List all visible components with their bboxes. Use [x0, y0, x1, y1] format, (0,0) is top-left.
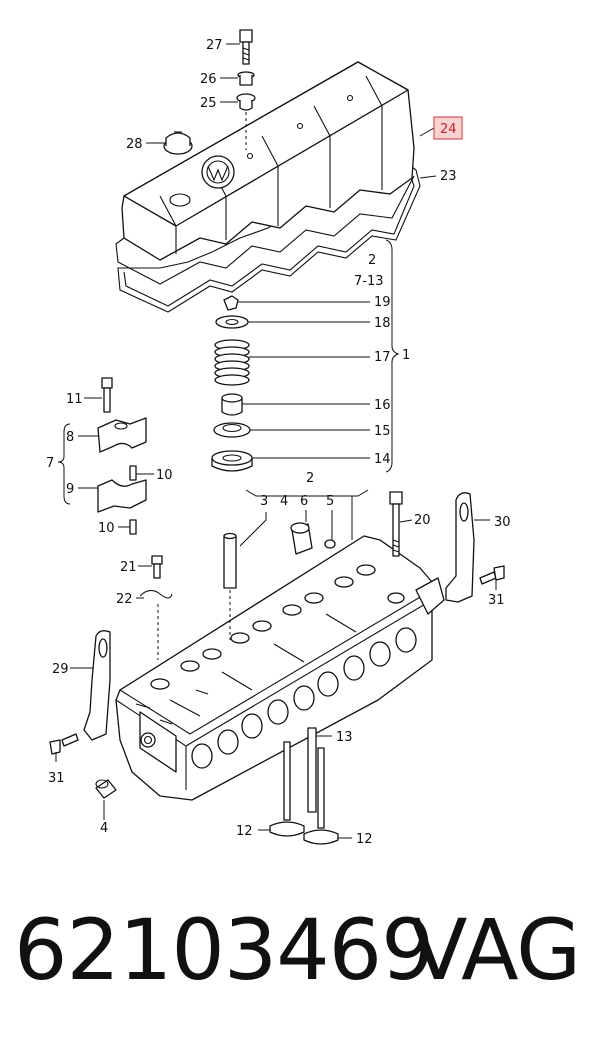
callout-18[interactable]: 18	[374, 316, 391, 331]
callout-2-group[interactable]: 2	[368, 253, 376, 268]
callout-21[interactable]: 21	[120, 560, 137, 575]
callout-2-head[interactable]: 2	[306, 471, 314, 486]
sealing-plug[interactable]	[324, 539, 336, 549]
cylinder-head-cover[interactable]	[115, 61, 421, 313]
exploded-parts-diagram: 27 26 25 28 24 23 2 7-13 19 18 17 1 16 1…	[46, 29, 511, 847]
callout-11[interactable]: 11	[66, 392, 83, 407]
callout-6[interactable]: 6	[300, 494, 308, 509]
part-number: 62103469	[14, 901, 435, 999]
callout-labels: 27 26 25 28 24 23 2 7-13 19 18 17 1 16 1…	[46, 38, 511, 847]
spring-seat-washer[interactable]	[211, 450, 253, 472]
callout-28[interactable]: 28	[126, 137, 143, 152]
callout-10-upper[interactable]: 10	[156, 468, 173, 483]
valve-spring[interactable]	[214, 339, 250, 386]
callout-30[interactable]: 30	[494, 515, 511, 530]
cylinder-head[interactable]	[115, 535, 445, 801]
valve-collets[interactable]	[223, 295, 239, 311]
callout-4-bottom[interactable]: 4	[100, 821, 108, 836]
callout-31-left[interactable]: 31	[48, 771, 65, 786]
callout-5[interactable]: 5	[326, 494, 334, 509]
callout-31-right[interactable]: 31	[488, 593, 505, 608]
lifting-eye-front[interactable]	[83, 630, 111, 741]
callout-13[interactable]: 13	[336, 730, 353, 745]
valve-spring-cap[interactable]	[215, 315, 249, 329]
callout-29[interactable]: 29	[52, 662, 69, 677]
callout-3[interactable]: 3	[260, 494, 268, 509]
callout-4-top[interactable]: 4	[280, 494, 288, 509]
cover-bolt[interactable]	[239, 29, 253, 65]
rubber-seal[interactable]	[236, 93, 256, 111]
leader-lines	[55, 43, 497, 839]
lower-bearing-cap[interactable]	[97, 479, 147, 513]
hydraulic-bucket-tappet[interactable]	[221, 393, 243, 416]
callout-15[interactable]: 15	[374, 424, 391, 439]
callout-17[interactable]: 17	[374, 350, 391, 365]
intake-valve[interactable]	[303, 747, 339, 845]
callout-24-highlighted[interactable]: 24	[433, 116, 463, 140]
callout-20[interactable]: 20	[414, 513, 431, 528]
callout-12-left[interactable]: 12	[236, 824, 253, 839]
callout-8[interactable]: 8	[66, 430, 74, 445]
cylinder-head-bolt[interactable]	[389, 491, 403, 557]
seal-sleeve[interactable]	[95, 779, 117, 799]
callout-16[interactable]: 16	[374, 398, 391, 413]
brand-name: VAG	[410, 901, 581, 999]
valve-guide[interactable]	[223, 532, 237, 641]
callout-9[interactable]: 9	[66, 482, 74, 497]
dowel-sleeve-lower[interactable]	[129, 519, 137, 535]
callout-27[interactable]: 27	[206, 38, 223, 53]
lifting-eye-bolt-front[interactable]	[49, 733, 79, 755]
dowel-sleeve-upper[interactable]	[129, 465, 137, 481]
callout-7-13[interactable]: 7-13	[354, 274, 384, 289]
callout-7[interactable]: 7	[46, 456, 54, 471]
callout-23[interactable]: 23	[440, 169, 457, 184]
retaining-clip[interactable]	[139, 589, 173, 660]
bearing-cap-bolt[interactable]	[101, 377, 113, 413]
callout-10-lower[interactable]: 10	[98, 521, 115, 536]
oil-seal[interactable]	[290, 522, 313, 555]
callout-1[interactable]: 1	[402, 348, 410, 363]
mounting-bolt[interactable]	[151, 555, 163, 579]
valve-stem-seal[interactable]	[213, 422, 251, 438]
spacer-sleeve[interactable]	[237, 71, 255, 86]
lifting-eye-rear[interactable]	[445, 492, 475, 603]
valve-guide-lower[interactable]	[307, 727, 317, 813]
upper-bearing-cap[interactable]	[97, 417, 147, 453]
exhaust-valve[interactable]	[269, 741, 305, 837]
callout-24[interactable]: 24	[440, 122, 457, 137]
callout-25[interactable]: 25	[200, 96, 217, 111]
callout-12-right[interactable]: 12	[356, 832, 373, 847]
callout-22[interactable]: 22	[116, 592, 133, 607]
callout-19[interactable]: 19	[374, 295, 391, 310]
oil-filler-cap[interactable]	[163, 131, 193, 155]
callout-26[interactable]: 26	[200, 72, 217, 87]
callout-14[interactable]: 14	[374, 452, 391, 467]
lifting-eye-bolt-rear[interactable]	[479, 565, 505, 585]
